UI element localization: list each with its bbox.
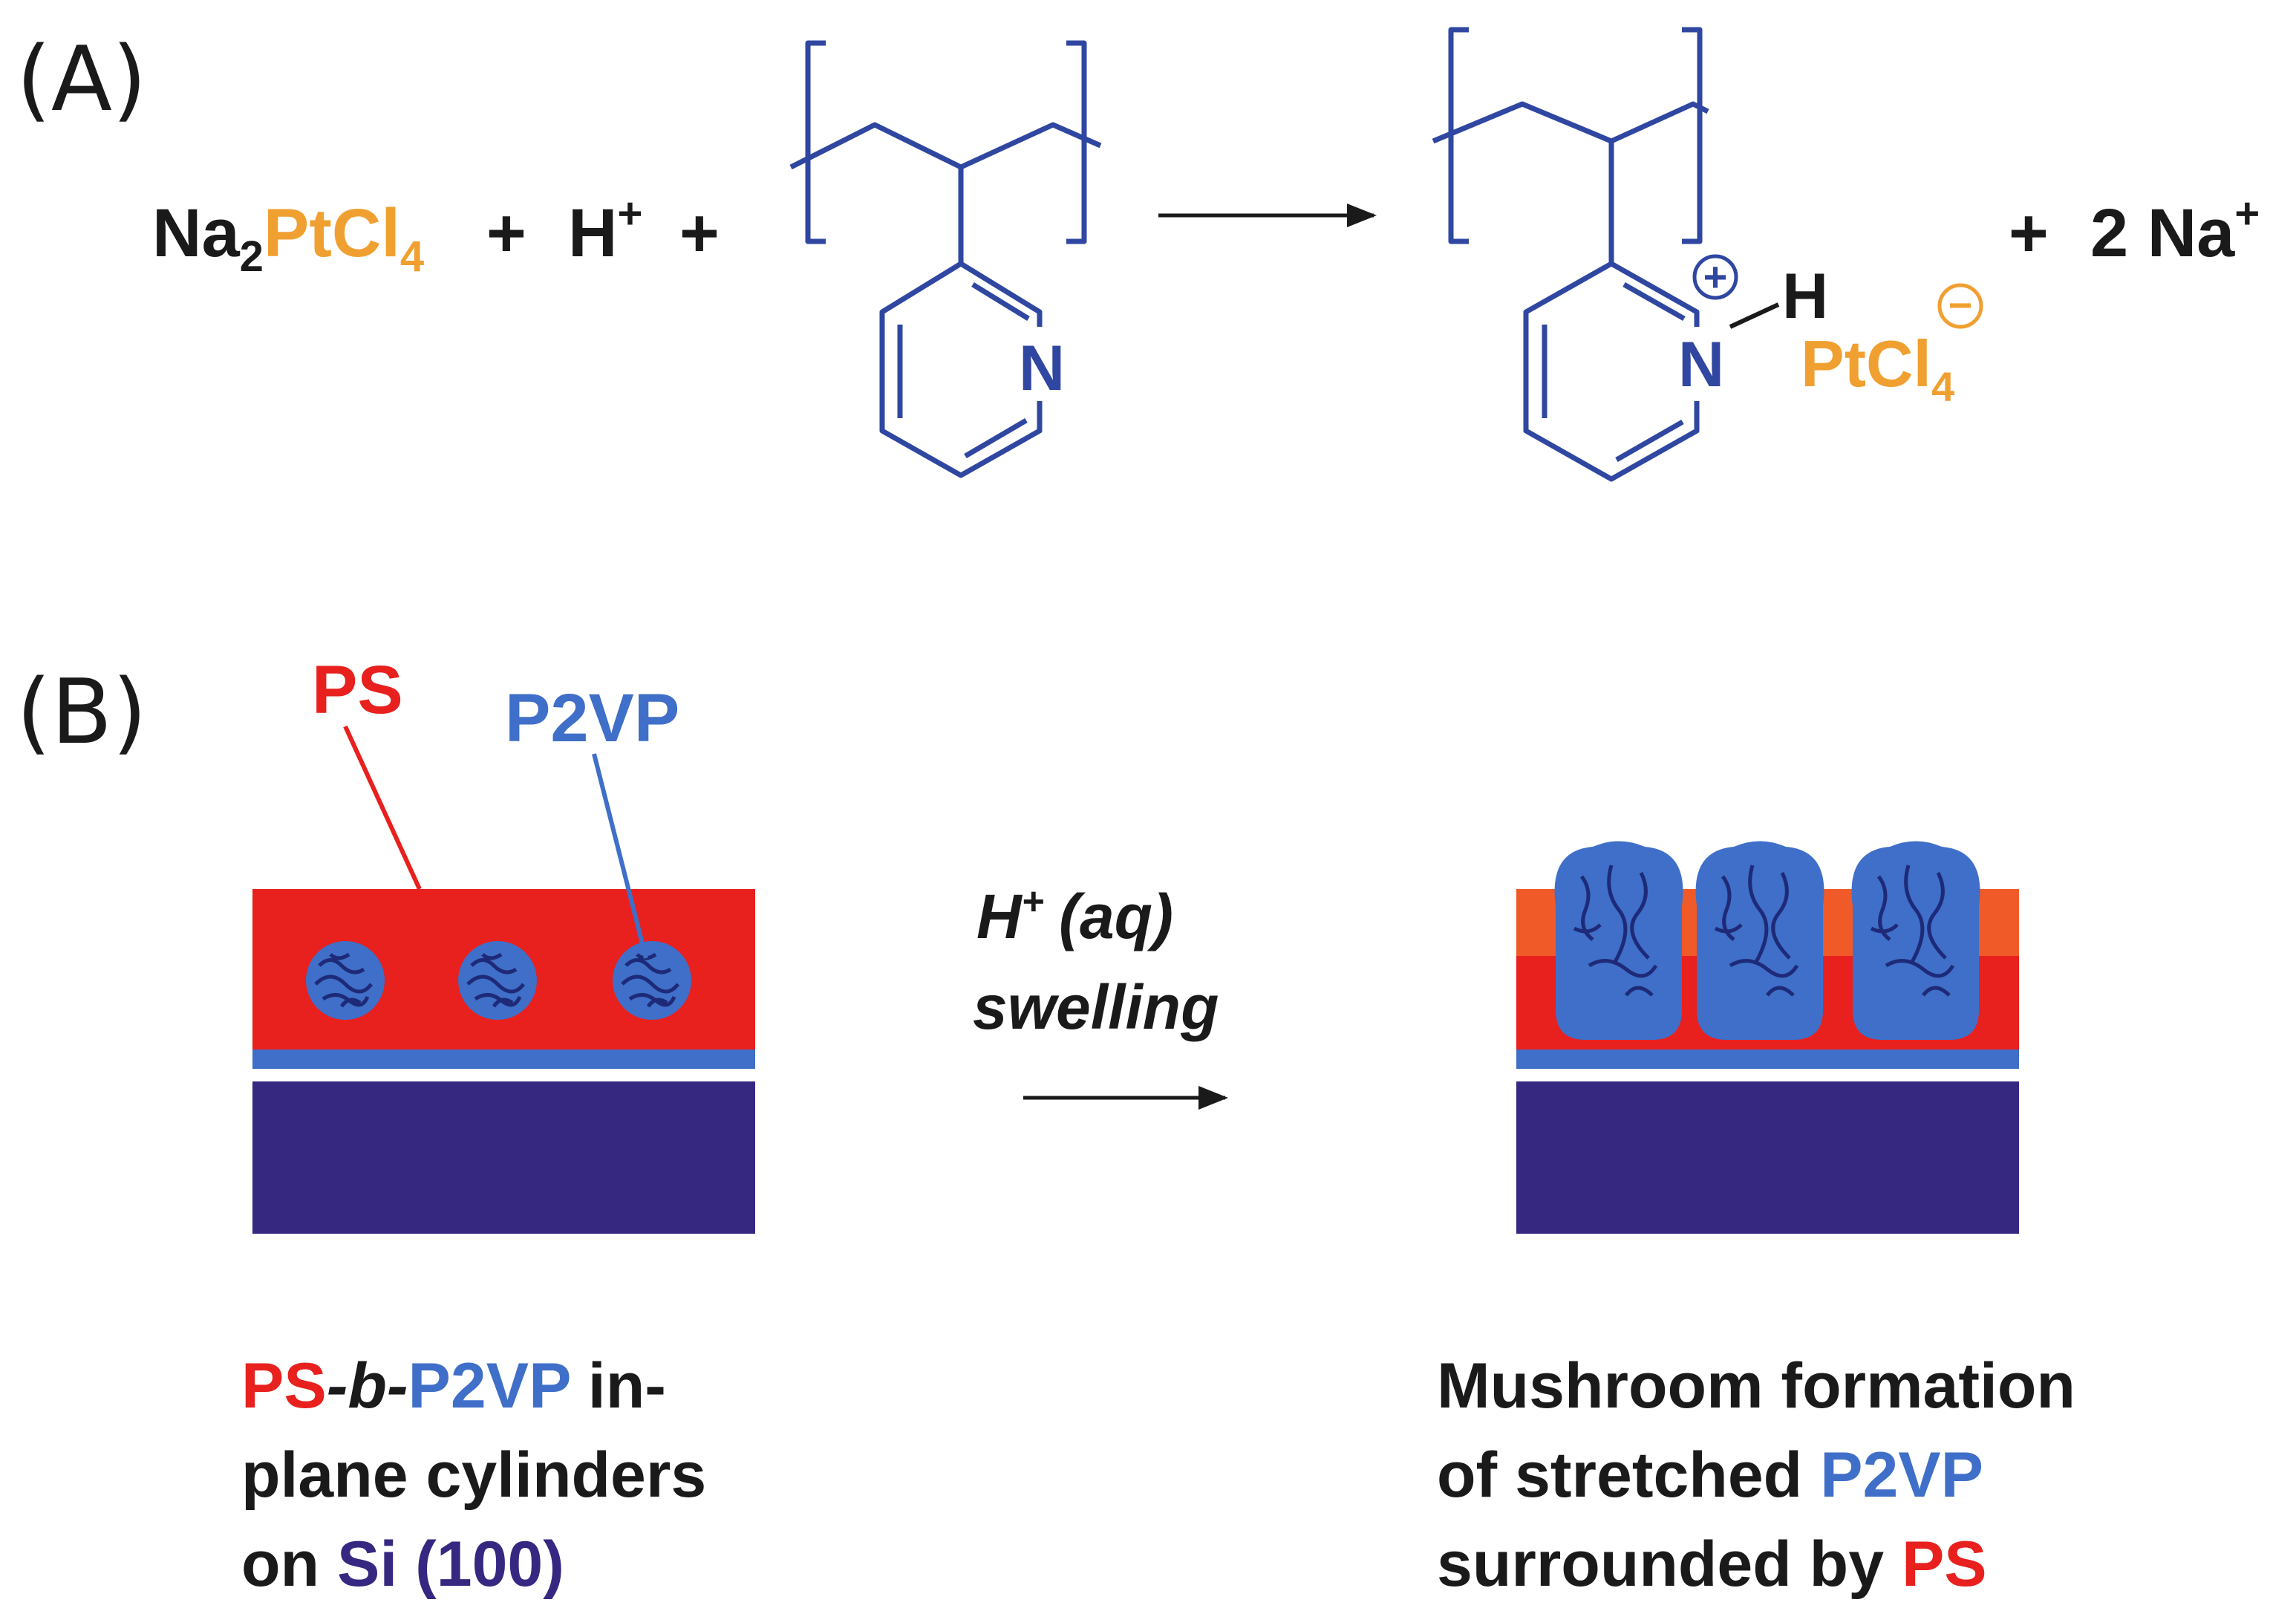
- caption-left-si: Si (100): [337, 1529, 564, 1600]
- caption-left-p2vp: P2VP: [408, 1350, 570, 1422]
- proton-superscript: +: [617, 189, 642, 238]
- caption-right-line2: of stretched P2VP: [1437, 1439, 1983, 1511]
- caption-left-line3: on Si (100): [241, 1529, 564, 1600]
- reactant-ptcl: PtCl: [264, 195, 400, 271]
- bonded-hydrogen: H: [1782, 261, 1828, 332]
- sodium-product: 2 Na+: [2090, 189, 2260, 271]
- caption-right-line3: surrounded by PS: [1437, 1529, 1987, 1600]
- positive-charge-circle: [1692, 254, 1738, 300]
- plus-sign-2: +: [679, 195, 720, 271]
- si-substrate-left: [252, 1081, 755, 1234]
- reactant-ptcl-subscript: 4: [400, 232, 424, 281]
- caption-right: Mushroom formation of stretched P2VP sur…: [1437, 1350, 2075, 1600]
- mushroom-schematic: [1516, 841, 2019, 1234]
- proton: H+: [568, 189, 642, 271]
- left-bracket: [805, 40, 826, 244]
- positive-charge-sign: +: [1703, 253, 1728, 300]
- right-bracket: [1066, 40, 1087, 244]
- sodium-superscript: +: [2234, 189, 2260, 238]
- condition-proton-aq: H+ (aq): [976, 880, 1173, 951]
- caption-left: PS-b-P2VP in- plane cylinders on Si (100…: [241, 1350, 706, 1600]
- condition-superscript: +: [1022, 880, 1044, 923]
- caption-right-surrounded: surrounded by: [1437, 1529, 1902, 1600]
- counterion-ptcl: PtCl: [1801, 327, 1931, 400]
- p2vp-mushroom: [1695, 841, 1824, 1040]
- caption-right-line1: Mushroom formation: [1437, 1350, 2075, 1422]
- p2vp-mushroom: [1851, 841, 1980, 1040]
- condition-h: H: [976, 882, 1023, 951]
- p2vp-cylinder: [613, 941, 691, 1020]
- sodium-text: 2 Na: [2090, 195, 2235, 271]
- nh-bond: [1729, 302, 1780, 329]
- caption-right-of: of stretched: [1437, 1439, 1820, 1511]
- panel-a: (A) Na2PtCl4 + H+ + N: [16, 27, 2260, 482]
- caption-right-ps: PS: [1902, 1529, 1987, 1600]
- p2vp-block-label: P2VP: [505, 680, 679, 756]
- pyridine-nitrogen: N: [1019, 333, 1065, 404]
- native-oxide-layer-left: [252, 1050, 755, 1069]
- p2vp-cylinder: [306, 941, 385, 1020]
- ring-double-bond-bottom: [964, 417, 1028, 459]
- caption-left-in: in-: [570, 1350, 666, 1422]
- protonated-nitrogen: N: [1678, 329, 1724, 400]
- caption-left-b: -b-: [327, 1350, 408, 1422]
- ps-block-label: PS: [312, 652, 403, 728]
- si-substrate-right: [1516, 1081, 2019, 1234]
- p2vp-mushroom: [1554, 841, 1683, 1040]
- caption-left-ps: PS: [241, 1350, 327, 1422]
- n-label-knockout: [1019, 327, 1071, 401]
- panel-a-label: (A): [16, 28, 147, 131]
- pyridine-ring: [879, 261, 1043, 478]
- negative-charge-sign: −: [1948, 282, 1973, 328]
- caption-left-on: on: [241, 1529, 337, 1600]
- product-ring-double-bond-bottom: [1615, 419, 1684, 463]
- protonated-p2vp-unit: [1432, 27, 1709, 482]
- reactant-na: Na: [152, 195, 240, 271]
- native-oxide-layer-right: [1516, 1050, 2019, 1069]
- plus-sign-1: +: [486, 195, 526, 271]
- caption-right-p2vp: P2VP: [1820, 1439, 1983, 1511]
- in-plane-cylinders-schematic: [252, 725, 755, 1234]
- p2vp-cylinder: [458, 941, 537, 1020]
- reactant-na-subscript: 2: [240, 232, 264, 281]
- panel-b: (B) PS P2VP H+ (aq): [16, 652, 2075, 1600]
- counterion: PtCl4: [1801, 327, 1954, 410]
- negative-charge-circle: [1937, 283, 1983, 329]
- product-n-knockout: [1677, 327, 1729, 401]
- product-backbone: [1432, 101, 1709, 144]
- condition-aq: (aq): [1059, 882, 1173, 951]
- ps-leader-line: [343, 725, 422, 891]
- polymer-backbone: [789, 122, 1102, 170]
- p2vp-repeat-unit: [789, 40, 1102, 478]
- caption-left-line2: plane cylinders: [241, 1439, 706, 1511]
- caption-left-line1: PS-b-P2VP in-: [241, 1350, 666, 1422]
- p2vp-leader-line: [592, 753, 648, 959]
- proton-h: H: [568, 195, 617, 271]
- plus-sign-3: +: [2009, 195, 2049, 271]
- counterion-subscript: 4: [1931, 363, 1954, 410]
- product-pyridine-ring: [1523, 261, 1700, 482]
- product-left-bracket: [1448, 27, 1469, 244]
- reactant-formula: Na2PtCl4: [152, 195, 424, 281]
- condition-swelling: swelling: [973, 972, 1219, 1042]
- product-ring-double-bond-cn: [1622, 282, 1686, 322]
- panel-b-label: (B): [16, 661, 147, 764]
- ring-double-bond-cn: [971, 282, 1030, 321]
- product-right-bracket: [1682, 27, 1703, 244]
